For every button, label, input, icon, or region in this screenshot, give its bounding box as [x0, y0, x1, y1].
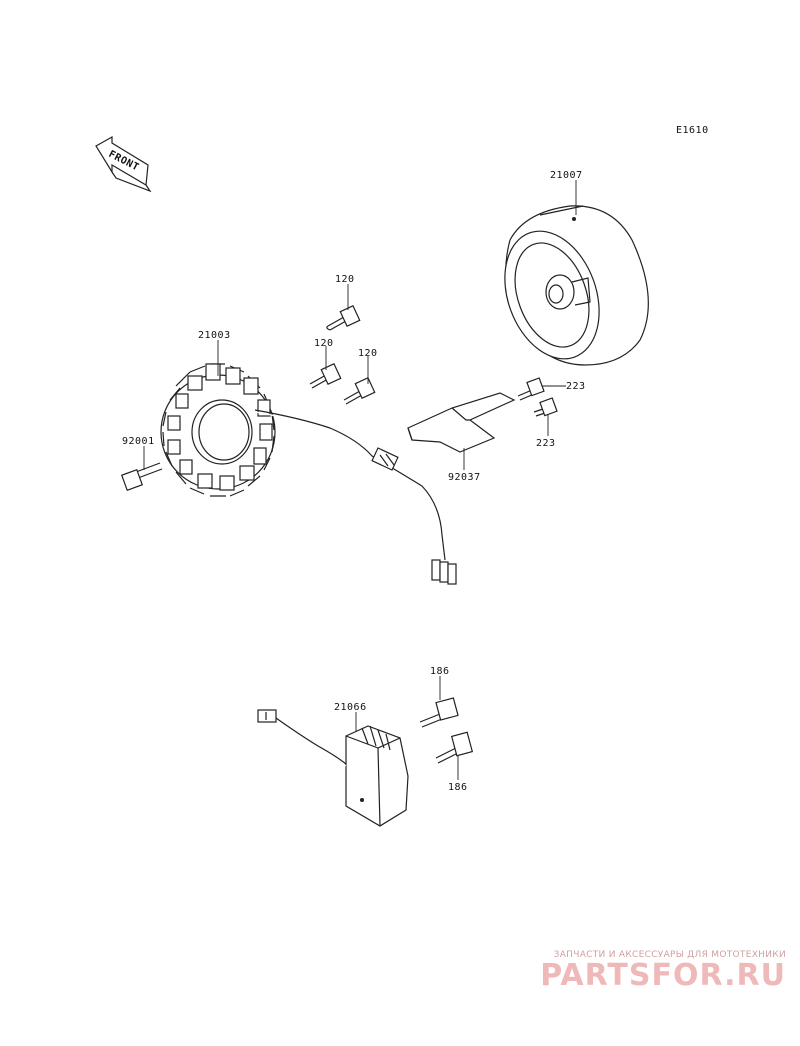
- stator-number: 21003: [198, 330, 231, 341]
- reg-bolt-top: [419, 697, 459, 728]
- reg-bolt-top-number: 186: [430, 666, 450, 677]
- bolt-left: [309, 362, 342, 389]
- watermark: ЗАПЧАСТИ И АКСЕССУАРЫ ДЛЯ МОТОТЕХНИКИ PA…: [466, 950, 786, 993]
- bolt-right: [343, 376, 376, 405]
- bracket-bolt-bottom: [533, 397, 558, 417]
- watermark-subtitle: ЗАПЧАСТИ И АКСЕССУАРЫ ДЛЯ МОТОТЕХНИКИ: [553, 950, 786, 960]
- bolt-stator-number: 92001: [122, 436, 155, 447]
- front-arrow-icon: FRONT: [95, 135, 152, 193]
- reg-bolt-bottom: [435, 731, 474, 764]
- bolt-top-number: 120: [335, 274, 355, 285]
- bolt-right-number: 120: [358, 348, 378, 359]
- bolt-left-number: 120: [314, 338, 334, 349]
- regulator-part: [257, 709, 409, 827]
- bracket-bolt-bottom-number: 223: [536, 438, 556, 449]
- bracket-number: 92037: [448, 472, 481, 483]
- watermark-logo: PARTSFOR.RU: [540, 958, 786, 993]
- bracket-bolt-top-number: 223: [566, 381, 586, 392]
- stator-part: [160, 363, 457, 585]
- rotor-part: [504, 205, 649, 366]
- bracket-bolt-top: [517, 377, 545, 401]
- rotor-number: 21007: [550, 170, 583, 181]
- regulator-number: 21066: [334, 702, 367, 713]
- bolt-stator: [120, 462, 163, 492]
- bracket-part: [407, 392, 516, 453]
- reg-bolt-bottom-number: 186: [448, 782, 468, 793]
- bolt-top: [326, 304, 361, 331]
- diagram-code: E1610: [676, 125, 709, 136]
